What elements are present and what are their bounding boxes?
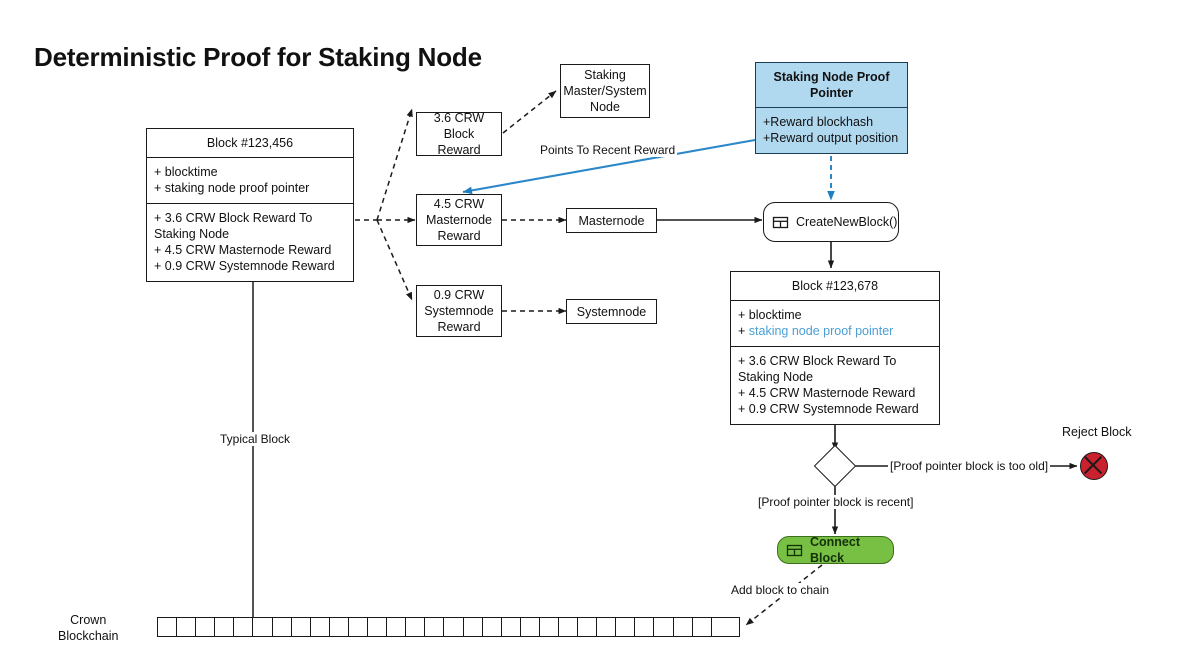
block-reward-node: 3.6 CRW Block Reward: [416, 111, 502, 157]
block-123678-rewards: + 3.6 CRW Block Reward To Staking Node +…: [731, 347, 939, 424]
reward-systemnode: + 0.9 CRW Systemnode Reward: [738, 402, 919, 416]
chain-block-cell: [406, 618, 426, 636]
chain-block-cell: [177, 618, 197, 636]
chain-block-cell: [559, 618, 579, 636]
points-to-recent-reward-label: Points To Recent Reward: [538, 143, 678, 157]
systemnode-reward-node: 0.9 CRW Systemnode Reward: [416, 285, 502, 337]
field-proof-pointer-highlight: staking node proof pointer: [748, 324, 894, 338]
chain-block-cell: [158, 618, 178, 636]
process-icon: [786, 544, 803, 556]
chain-block-cell: [693, 618, 712, 636]
reward-masternode: + 4.5 CRW Masternode Reward: [738, 386, 916, 400]
chain-block-cell: [578, 618, 598, 636]
create-new-block-label: CreateNewBlock(): [796, 215, 898, 229]
chain-block-cell: [654, 618, 674, 636]
chain-block-cell: [368, 618, 388, 636]
chain-block-cell: [444, 618, 464, 636]
block-123678-node: Block #123,678 + blocktime + staking nod…: [730, 271, 940, 425]
cross-icon: [1083, 455, 1103, 475]
add-block-to-chain-label: Add block to chain: [729, 583, 832, 597]
typical-block-label: Typical Block: [218, 432, 293, 446]
chain-block-cell: [234, 618, 254, 636]
reject-block-label: Reject Block: [1062, 424, 1132, 439]
chain-label: Crown Blockchain: [58, 612, 118, 645]
chain-block-cell: [674, 618, 693, 636]
chain-block-cell: [311, 618, 330, 636]
staking-node-proof-pointer-node: Staking Node Proof Pointer +Reward block…: [755, 62, 908, 154]
chain-block-cell: [387, 618, 407, 636]
chain-block-cell: [483, 618, 502, 636]
connect-block-label: Connect Block: [810, 535, 860, 565]
block-123456-header: Block #123,456: [206, 136, 294, 150]
reward-block: + 3.6 CRW Block Reward To Staking Node: [738, 354, 897, 384]
page-title: Deterministic Proof for Staking Node: [34, 42, 482, 72]
proof-too-old-label: [Proof pointer block is too old]: [888, 459, 1051, 473]
connect-block-activity[interactable]: Connect Block: [777, 535, 894, 565]
systemnode-node: Systemnode: [566, 299, 657, 324]
chain-block-cell: [540, 618, 559, 636]
block-123456-rewards: + 3.6 CRW Block Reward To Staking Node +…: [147, 204, 353, 281]
chain-block-cell: [292, 618, 311, 636]
chain-block-cell: [521, 618, 540, 636]
masternode-reward-node: 4.5 CRW Masternode Reward: [416, 194, 502, 246]
field-blocktime: + blocktime: [154, 165, 218, 179]
chain-block-cell: [330, 618, 349, 636]
reward-block: + 3.6 CRW Block Reward To Staking Node: [154, 211, 313, 241]
field-proof-pointer: + staking node proof pointer: [154, 181, 310, 195]
chain-block-cell: [273, 618, 292, 636]
reward-masternode: + 4.5 CRW Masternode Reward: [154, 243, 332, 257]
chain-block-cell: [597, 618, 617, 636]
block-123456-fields: + blocktime + staking node proof pointer: [147, 158, 353, 203]
field-proof-pointer: + staking node proof pointer: [738, 324, 894, 338]
proof-recent-label: [Proof pointer block is recent]: [756, 495, 916, 509]
proof-pointer-header: Staking Node Proof Pointer: [773, 70, 890, 100]
chain-block-cell: [712, 618, 731, 636]
block-123678-header: Block #123,678: [791, 279, 879, 293]
chain-block-cell: [253, 618, 273, 636]
chain-block-cell: [349, 618, 369, 636]
chain-label-line2: Blockchain: [58, 629, 119, 644]
proof-pointer-fields: +Reward blockhash +Reward output positio…: [756, 108, 907, 153]
decision-diamond[interactable]: [813, 444, 857, 488]
chain-block-cell: [616, 618, 636, 636]
chain-block-cell: [425, 618, 445, 636]
reject-block-terminal[interactable]: [1080, 452, 1108, 480]
block-123456-node: Block #123,456 + blocktime + staking nod…: [146, 128, 354, 282]
process-icon: [772, 216, 789, 228]
crown-blockchain-strip: [157, 617, 740, 637]
chain-block-cell: [502, 618, 521, 636]
staking-master-system-node: Staking Master/System Node: [560, 64, 650, 118]
masternode-node: Masternode: [566, 208, 657, 233]
chain-block-cell: [635, 618, 655, 636]
create-new-block-activity[interactable]: CreateNewBlock(): [763, 202, 899, 242]
chain-label-line1: Crown: [70, 613, 107, 627]
chain-block-cell: [464, 618, 483, 636]
reward-systemnode: + 0.9 CRW Systemnode Reward: [154, 259, 335, 273]
chain-block-cell: [196, 618, 216, 636]
block-123678-fields: + blocktime + staking node proof pointer: [731, 301, 939, 346]
field-blocktime: + blocktime: [738, 308, 802, 322]
chain-block-cell: [215, 618, 235, 636]
field-reward-output-position: +Reward output position: [763, 131, 899, 145]
field-reward-blockhash: +Reward blockhash: [763, 115, 874, 129]
